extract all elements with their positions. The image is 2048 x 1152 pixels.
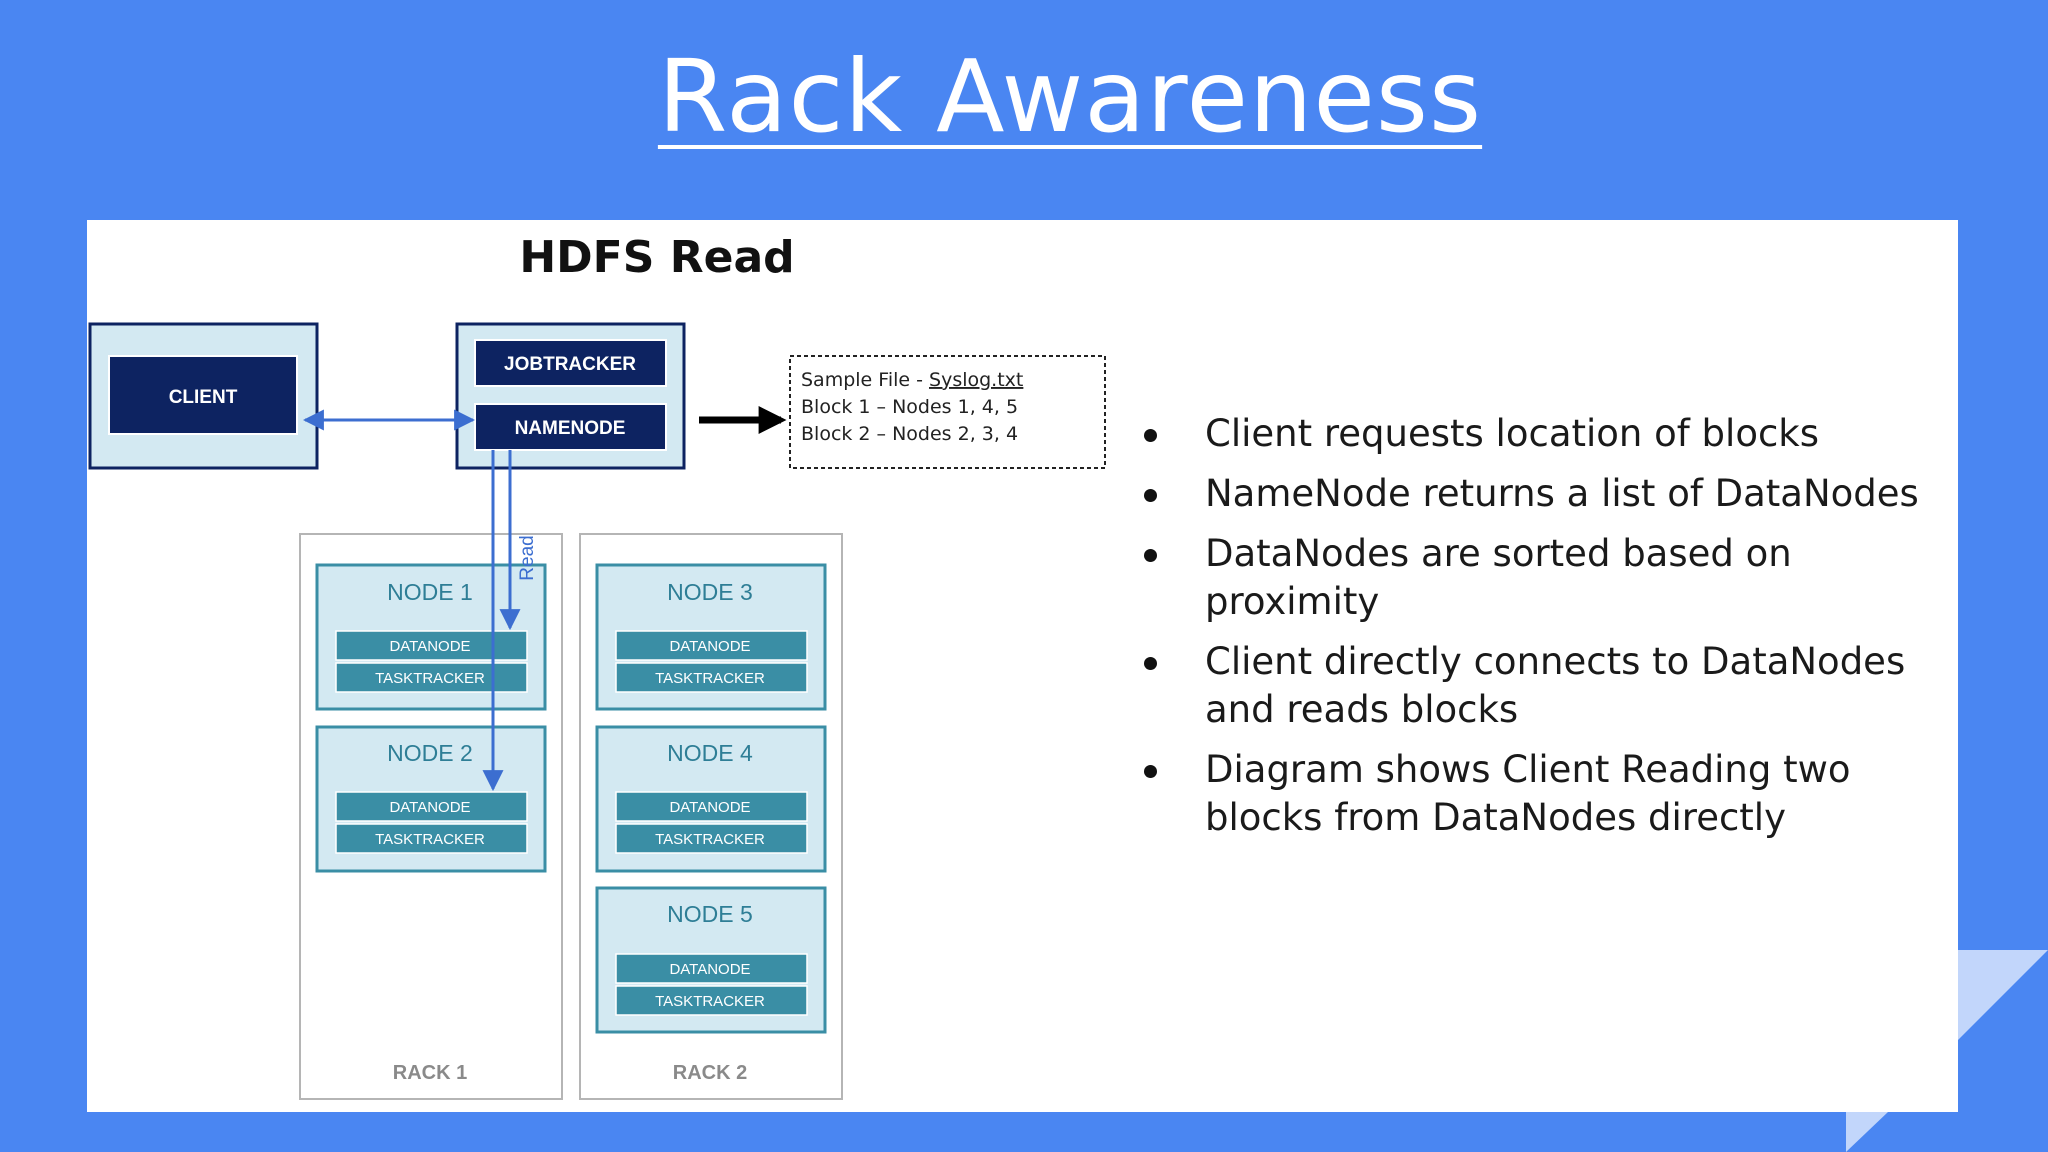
sample-file-block1: Block 1 – Nodes 1, 4, 5 (801, 396, 1018, 418)
client-label: CLIENT (169, 387, 238, 408)
master-box: JOBTRACKER NAMENODE (455, 322, 686, 470)
sample-file-name: Syslog.txt (929, 369, 1023, 391)
rack-1-label: RACK 1 (393, 1062, 467, 1084)
jobtracker-label: JOBTRACKER (504, 354, 636, 375)
node-1: NODE 1 DATANODE TASKTRACKER (315, 563, 547, 711)
node-3: NODE 3 DATANODE TASKTRACKER (595, 563, 827, 711)
svg-text:Sample File - Syslog.txt: Sample File - Syslog.txt (801, 369, 1023, 391)
node-1-label: NODE 1 (387, 579, 473, 605)
node-5-datanode: DATANODE (669, 961, 750, 978)
hdfs-read-diagram: HDFS Read CLIENT JOBTRACKER NAMENODE Sam… (88, 232, 1106, 1100)
sample-file-box: Sample File - Syslog.txt Block 1 – Nodes… (789, 355, 1106, 469)
client-box: CLIENT (88, 322, 319, 470)
node-4: NODE 4 DATANODE TASKTRACKER (595, 725, 827, 873)
node-2: NODE 2 DATANODE TASKTRACKER (315, 725, 547, 873)
diagram-heading: HDFS Read (519, 232, 794, 283)
decorative-triangle-bottom (1846, 1112, 1888, 1152)
bullet-item: Client requests location of blocks (1144, 410, 1965, 458)
node-2-label: NODE 2 (387, 740, 473, 766)
sample-file-prefix: Sample File - (801, 369, 929, 391)
content-panel: HDFS Read CLIENT JOBTRACKER NAMENODE Sam… (87, 220, 1958, 1112)
node-3-datanode: DATANODE (669, 638, 750, 655)
namenode-label: NAMENODE (515, 418, 626, 439)
slide-title: Rack Awareness (657, 38, 1483, 155)
node-5: NODE 5 DATANODE TASKTRACKER (595, 886, 827, 1034)
bullet-list: Client requests location of blocks NameN… (1144, 410, 1965, 854)
node-4-datanode: DATANODE (669, 799, 750, 816)
node-5-tasktracker: TASKTRACKER (655, 993, 765, 1010)
node-2-datanode: DATANODE (389, 799, 470, 816)
sample-file-block2: Block 2 – Nodes 2, 3, 4 (801, 423, 1018, 445)
bullet-item: NameNode returns a list of DataNodes (1144, 470, 1965, 518)
node-1-tasktracker: TASKTRACKER (375, 670, 485, 687)
bullet-item: Diagram shows Client Reading two blocks … (1144, 746, 1965, 842)
node-1-datanode: DATANODE (389, 638, 470, 655)
bullet-item: Client directly connects to DataNodes an… (1144, 638, 1965, 734)
node-5-label: NODE 5 (667, 901, 753, 927)
decorative-triangle-right (1958, 950, 2048, 1040)
rack-2-label: RACK 2 (673, 1062, 747, 1084)
node-4-label: NODE 4 (667, 740, 753, 766)
node-3-tasktracker: TASKTRACKER (655, 670, 765, 687)
node-4-tasktracker: TASKTRACKER (655, 831, 765, 848)
read-label: Read (517, 535, 538, 580)
node-3-label: NODE 3 (667, 579, 753, 605)
node-2-tasktracker: TASKTRACKER (375, 831, 485, 848)
bullet-item: DataNodes are sorted based on proximity (1144, 530, 1965, 626)
